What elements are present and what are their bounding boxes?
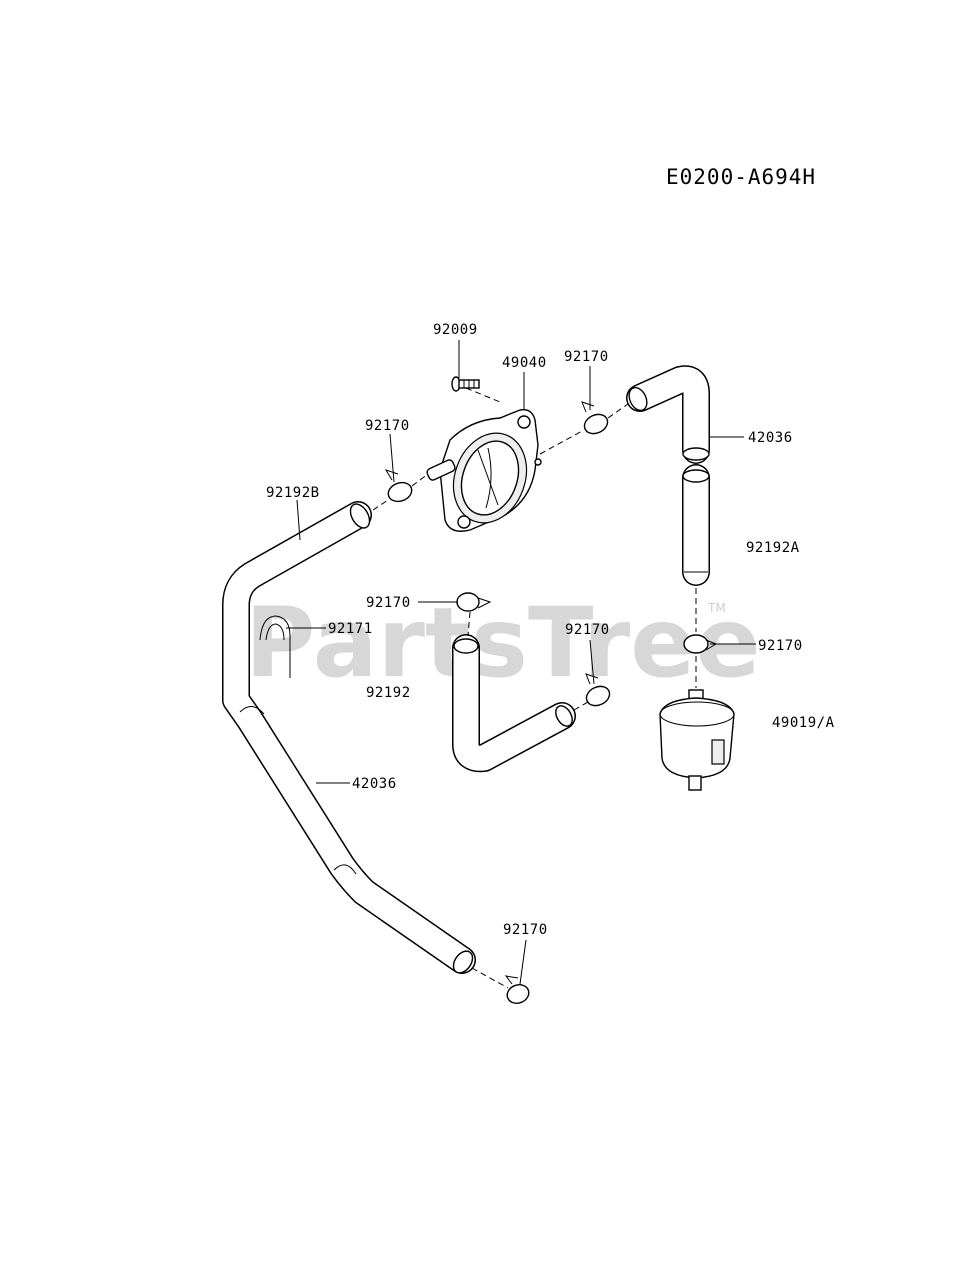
screw-92009 xyxy=(451,376,480,392)
clip-92171 xyxy=(259,615,291,678)
hose-92192B-42036 xyxy=(222,501,476,974)
label-92192: 92192 xyxy=(366,685,411,701)
diagram-code: E0200-A694H xyxy=(666,165,816,189)
label-92170-pump-right: 92170 xyxy=(564,349,609,365)
watermark-text: PartsTree xyxy=(245,587,760,699)
label-92009: 92009 xyxy=(433,322,478,338)
label-42036-bottom: 42036 xyxy=(352,776,397,792)
label-42036-top: 42036 xyxy=(748,430,793,446)
clamp-92170-pump-right xyxy=(581,401,609,435)
clamp-92170-bottom xyxy=(504,975,530,1004)
watermark: PartsTree TM xyxy=(245,587,760,699)
label-49019A: 49019/A xyxy=(772,715,835,731)
clamp-92170-mid-top xyxy=(456,592,492,612)
assembly-lines xyxy=(372,387,697,989)
leader-lines xyxy=(286,340,756,985)
label-92192B: 92192B xyxy=(266,485,320,501)
label-92170-mid-right: 92170 xyxy=(565,622,610,638)
label-92192A: 92192A xyxy=(746,540,800,556)
fuel-pump-49040 xyxy=(426,409,542,532)
watermark-trademark: TM xyxy=(707,601,726,615)
clamp-92170-mid-right xyxy=(585,673,611,707)
label-92171: 92171 xyxy=(328,621,373,637)
label-49040: 49040 xyxy=(502,355,547,371)
part-labels: 92009 49040 92170 92170 42036 92192B 921… xyxy=(266,322,835,938)
label-92170-bottom: 92170 xyxy=(503,922,548,938)
hose-92192 xyxy=(452,634,576,773)
clamp-92170-pump-left xyxy=(384,469,413,503)
label-92170-filter: 92170 xyxy=(758,638,803,654)
hose-42036-92192A xyxy=(626,365,710,586)
label-92170-pump-left: 92170 xyxy=(365,418,410,434)
fuel-filter-49019A xyxy=(659,689,735,791)
label-92170-mid-top: 92170 xyxy=(366,595,411,611)
